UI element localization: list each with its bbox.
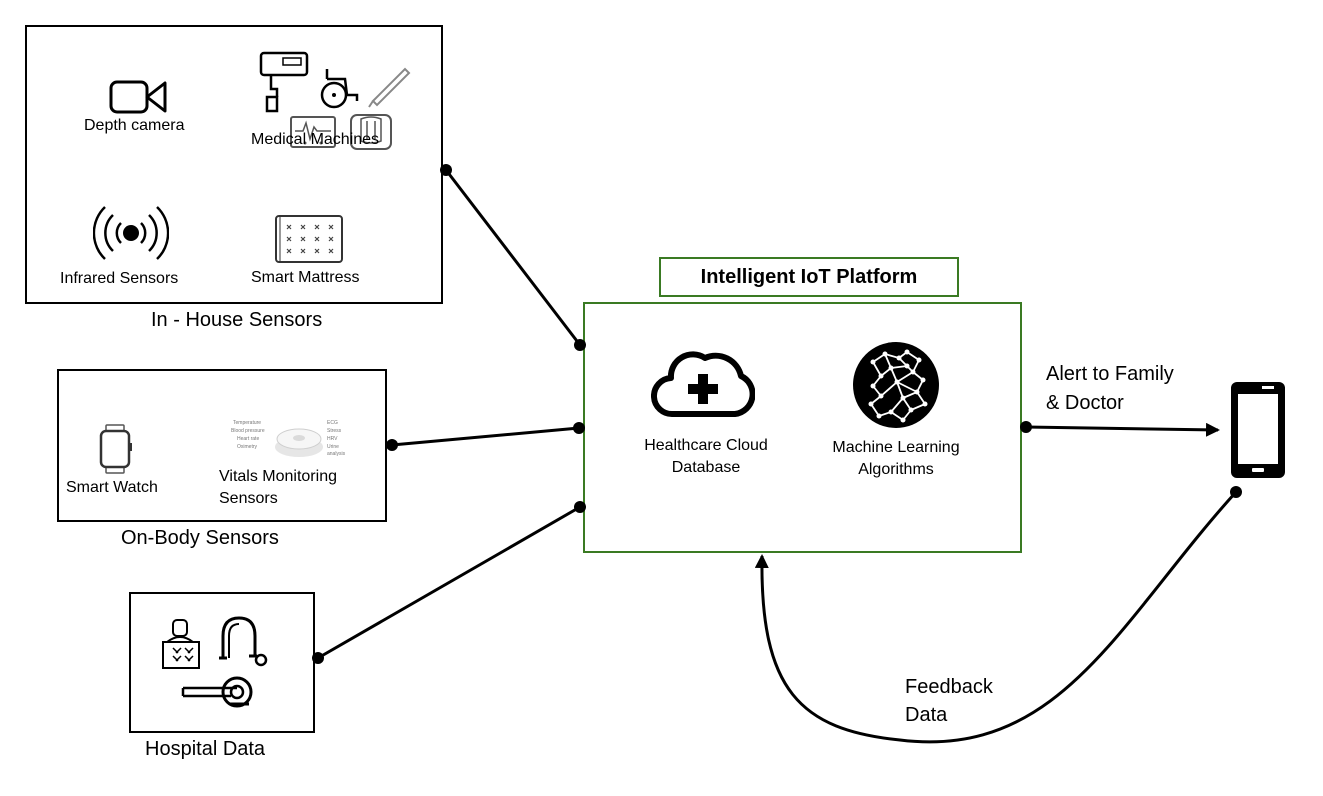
vitals-text-oximetry: Oximetry — [237, 444, 257, 450]
ml-label-1: Machine Learning — [832, 439, 960, 456]
cloud-plus-icon — [651, 351, 755, 418]
video-camera-icon — [109, 80, 167, 114]
infrared-wave-icon — [93, 206, 169, 260]
vitals-text-blood-pressure: Blood pressure — [231, 428, 265, 434]
ml-label-2: Algorithms — [858, 461, 934, 478]
feedback-label-2: Data — [905, 704, 948, 726]
vitals-monitoring-label-2: Sensors — [219, 490, 278, 507]
feedback-label-1: Feedback — [905, 676, 993, 698]
vitals-text-ecg: ECG — [327, 420, 338, 426]
vitals-text-hrv: HRV — [327, 436, 338, 442]
hospital-connector — [317, 505, 581, 660]
vitals-monitoring-label-1: Vitals Monitoring — [219, 468, 337, 485]
hospital-data-caption: Hospital Data — [145, 738, 266, 760]
cloud-db-label-2: Database — [671, 459, 741, 476]
medical-machines-label: Medical Machines — [251, 131, 380, 148]
alert-arrow — [1025, 422, 1220, 437]
in-house-connector — [444, 169, 582, 346]
vitals-text-stress: Stress — [327, 428, 342, 434]
mattress-icon — [275, 215, 343, 263]
depth-camera-label: Depth camera — [84, 117, 185, 134]
in-house-sensors-box: Depth camera Medical Machines Infrared S… — [25, 25, 443, 304]
smartphone-icon — [1231, 382, 1285, 478]
machine-learning-icon — [853, 342, 939, 428]
cloud-db-label-1: Healthcare Cloud — [644, 437, 768, 454]
infrared-sensors-label: Infrared Sensors — [60, 270, 179, 287]
vitals-text-urine: Urine — [327, 444, 339, 450]
in-house-sensors-caption: In - House Sensors — [151, 309, 323, 331]
connector-dot — [1230, 486, 1242, 498]
on-body-sensors-box: Smart Watch Temperature Blood pressure H… — [57, 369, 387, 522]
smart-watch-label: Smart Watch — [66, 479, 158, 496]
vitals-text-heart-rate: Heart rate — [237, 436, 260, 442]
platform-title: Intelligent IoT Platform — [659, 257, 959, 297]
iot-platform-box: Healthcare Cloud Database Machine Learni… — [583, 302, 1022, 553]
vitals-text-temperature: Temperature — [233, 420, 262, 426]
hospital-data-box — [129, 592, 315, 733]
vitals-text-analysis: analysis — [327, 451, 346, 457]
on-body-sensors-caption: On-Body Sensors — [121, 527, 279, 549]
smartwatch-icon — [99, 424, 132, 474]
vitals-sensor-image: Temperature Blood pressure Heart rate Ox… — [229, 417, 351, 465]
alert-label-2: & Doctor — [1046, 392, 1124, 414]
vitals-device-icon — [275, 428, 323, 457]
connector-dot — [386, 439, 398, 451]
on-body-connector — [391, 426, 580, 447]
smart-mattress-label: Smart Mattress — [251, 269, 360, 286]
hospital-equipment-icon — [162, 616, 268, 708]
alert-label-1: Alert to Family — [1046, 363, 1174, 385]
medical-machines-icon — [259, 51, 411, 150]
